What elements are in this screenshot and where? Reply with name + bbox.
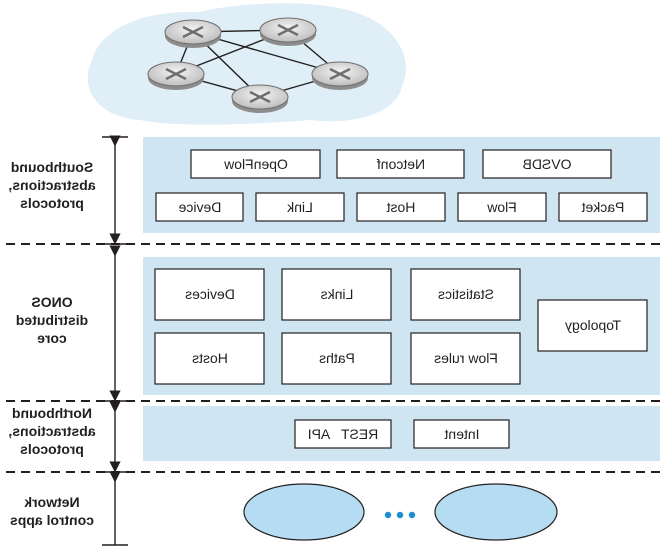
side-label-line: Network bbox=[24, 494, 79, 510]
northbound-boxes bbox=[294, 419, 510, 449]
abstraction-label: Host bbox=[387, 199, 416, 215]
side-label-line: distributed bbox=[16, 312, 88, 328]
protocol-box-ovsdb bbox=[482, 149, 612, 179]
layer-bracket bbox=[102, 135, 128, 546]
northbound-box-rest-api bbox=[294, 419, 392, 449]
control-apps bbox=[243, 483, 558, 541]
northbound-label: REST API bbox=[308, 426, 379, 442]
ellipsis-dot bbox=[384, 511, 392, 519]
core-label: Topology bbox=[565, 317, 621, 333]
core-box-paths bbox=[281, 332, 392, 385]
protocol-box-netconf bbox=[336, 149, 465, 179]
core-label: Flow rules bbox=[434, 350, 498, 366]
ellipsis-dot bbox=[396, 511, 404, 519]
core-box-devices bbox=[154, 268, 265, 321]
router-icon bbox=[147, 61, 205, 90]
abstraction-box-flow bbox=[457, 192, 547, 222]
app-ellipse bbox=[434, 483, 558, 541]
core-label: Paths bbox=[319, 350, 355, 366]
side-label-line: core bbox=[37, 330, 67, 346]
side-label-line: abstractions, bbox=[8, 177, 95, 193]
abstraction-box-packet bbox=[558, 192, 648, 222]
core-label: Devices bbox=[185, 286, 235, 302]
side-label-line: Southbound bbox=[11, 159, 93, 175]
side-label-line: abstractions, bbox=[8, 423, 95, 439]
abstraction-box-link bbox=[255, 192, 345, 222]
core-box-flow-rules bbox=[410, 332, 521, 385]
core-label: Statistics bbox=[438, 286, 494, 302]
abstraction-box-host bbox=[356, 192, 446, 222]
app-ellipse bbox=[243, 483, 365, 541]
protocol-label: Netconf bbox=[377, 156, 425, 172]
layer-separators bbox=[0, 243, 660, 473]
core-box-statistics bbox=[410, 268, 521, 321]
abstraction-label: Packet bbox=[581, 199, 624, 215]
core-box-topology bbox=[537, 299, 648, 352]
core-label: Links bbox=[321, 286, 354, 302]
protocol-label: OVSDB bbox=[522, 156, 571, 172]
northbound-box-intent bbox=[413, 419, 510, 449]
core-box-hosts bbox=[154, 332, 265, 385]
abstraction-label: Device bbox=[178, 199, 221, 215]
network-cloud bbox=[87, 3, 406, 125]
core-label: Hosts bbox=[192, 350, 228, 366]
router-icon bbox=[231, 84, 289, 113]
router-icon bbox=[164, 19, 222, 48]
northbound-layer-band bbox=[143, 406, 660, 461]
core-boxes bbox=[154, 268, 648, 385]
southbound-abstractions bbox=[155, 192, 648, 222]
side-label-line: protocols bbox=[20, 441, 84, 457]
northbound-label: Intent bbox=[444, 426, 479, 442]
side-label-line: control apps bbox=[10, 512, 94, 528]
core-box-links bbox=[281, 268, 392, 321]
southbound-protocols bbox=[190, 149, 612, 179]
side-label-line: protocols bbox=[20, 195, 84, 211]
protocol-label: OpenFlow bbox=[223, 156, 288, 172]
protocol-box-openflow bbox=[190, 149, 321, 179]
router-icon bbox=[259, 17, 317, 46]
abstraction-box-device bbox=[155, 192, 244, 222]
abstraction-label: Link bbox=[286, 199, 313, 215]
side-label-line: ONOS bbox=[31, 294, 72, 310]
router-icon bbox=[311, 61, 369, 90]
side-label-line: Northbound bbox=[12, 405, 92, 421]
abstraction-label: Flow bbox=[486, 199, 516, 215]
ellipsis-dot bbox=[408, 511, 416, 519]
